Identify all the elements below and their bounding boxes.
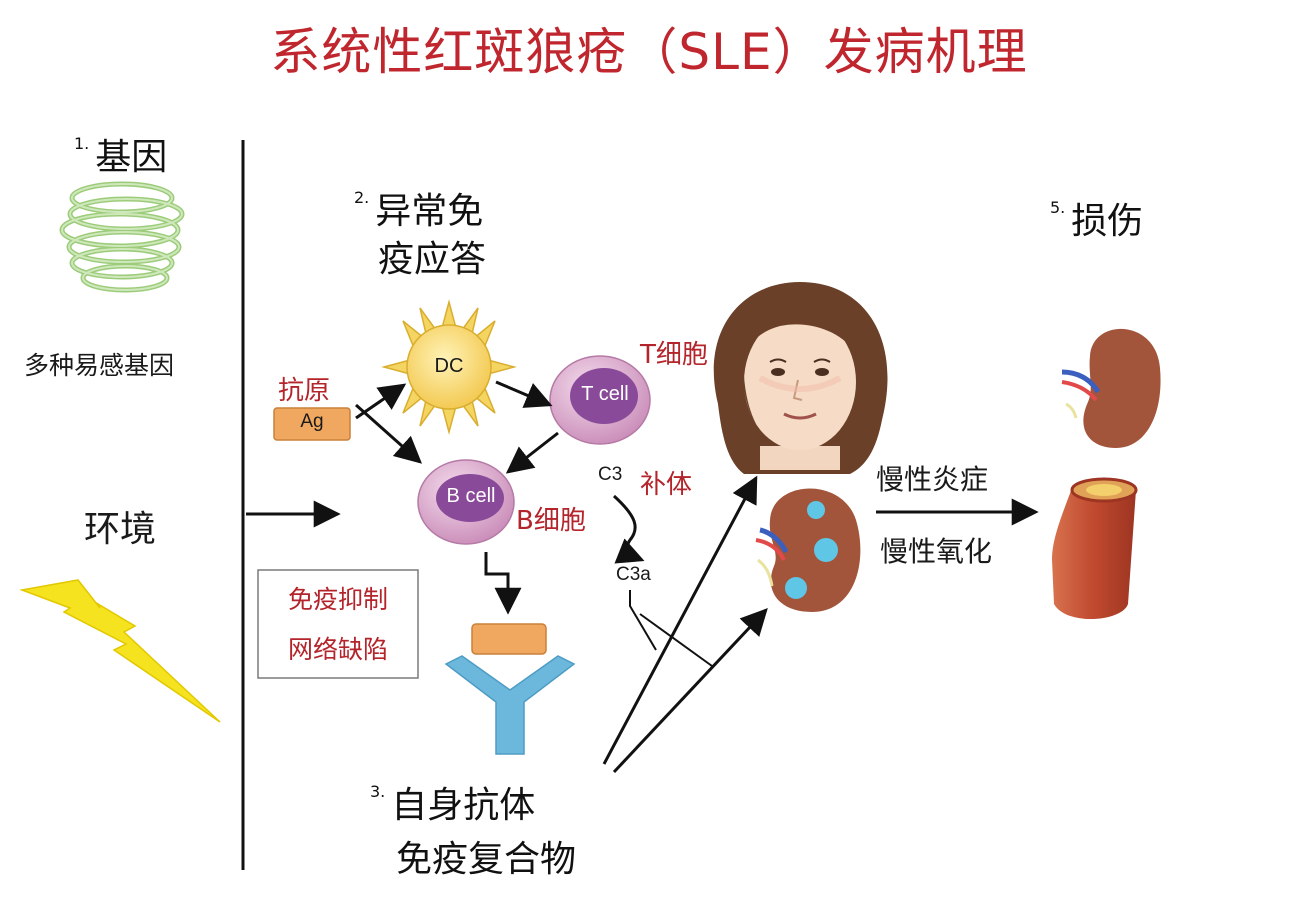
step-immune-line2: 疫应答	[378, 239, 487, 280]
blood-vessel-icon	[1052, 477, 1138, 620]
step-immune-line1: 异常免	[375, 191, 484, 232]
genes-caption: 多种易感基因	[24, 351, 175, 380]
bcell-label: B细胞	[516, 506, 586, 536]
c3-label: C3	[598, 464, 623, 485]
step-autoantibody-label: 3. 自身抗体	[370, 776, 535, 828]
step-genes-label: 1. 基因	[74, 128, 167, 180]
outcome-inflammation: 慢性炎症	[876, 463, 989, 496]
step-autoantibody-number: 3.	[370, 782, 386, 801]
tcell-label: T细胞	[640, 340, 708, 370]
antigen-tag: Ag	[300, 411, 324, 432]
antigen-label: 抗原	[278, 376, 331, 406]
dc-label: DC	[434, 355, 464, 377]
suppression-line1: 免疫抑制	[287, 585, 388, 614]
step-immune-label: 2. 异常免	[354, 182, 483, 234]
complement-label: 补体	[640, 470, 693, 500]
c3a-label: C3a	[616, 564, 651, 585]
arrow-antigen-to-bcell	[355, 403, 423, 464]
outcome-oxidation: 慢性氧化	[880, 535, 993, 568]
arrow-antibody-to-kidney	[612, 608, 768, 774]
step-damage-label: 5. 损伤	[1050, 192, 1143, 244]
dna-coil-inner	[61, 183, 183, 291]
arrow-c3-to-c3a	[612, 494, 645, 564]
step-genes-text: 基因	[95, 137, 168, 178]
c3a-bracket	[629, 590, 657, 651]
arrow-tcell-to-bcell	[505, 431, 559, 474]
antibody-icon	[444, 623, 576, 755]
step-damage-number: 5.	[1050, 198, 1066, 217]
dc-cell-icon	[381, 299, 517, 435]
c3a-join-line	[639, 613, 713, 667]
face-icon	[713, 282, 888, 474]
suppression-line2: 网络缺陷	[287, 635, 388, 664]
step-immune-line2-wrap: 疫应答	[378, 230, 486, 282]
arrow-bcell-to-antibody	[484, 552, 522, 615]
antigen-tag-box	[273, 407, 351, 441]
suppression-box	[257, 569, 419, 679]
step-autoantibody-line2-wrap: 免疫复合物	[396, 830, 576, 882]
arrow-dc-to-tcell	[495, 380, 553, 408]
step-autoantibody-line1: 自身抗体	[391, 785, 536, 826]
b-cell-icon	[417, 459, 515, 545]
step-autoantibody-line2: 免疫复合物	[396, 839, 577, 880]
arrow-antibody-to-face	[602, 475, 758, 765]
step-genes-number: 1.	[74, 134, 90, 153]
lightning-icon	[19, 579, 221, 723]
page-title: 系统性红斑狼疮（SLE）发病机理	[270, 23, 1028, 81]
kidney-icon	[1061, 328, 1161, 448]
tcell-text: T cell	[581, 383, 629, 405]
bcell-text: B cell	[446, 485, 496, 507]
environment-label: 环境	[84, 509, 157, 550]
step-immune-number: 2.	[354, 188, 370, 207]
t-cell-icon	[549, 355, 651, 445]
inflamed-kidney-icon	[755, 488, 861, 612]
step-damage-text: 损伤	[1071, 201, 1144, 242]
